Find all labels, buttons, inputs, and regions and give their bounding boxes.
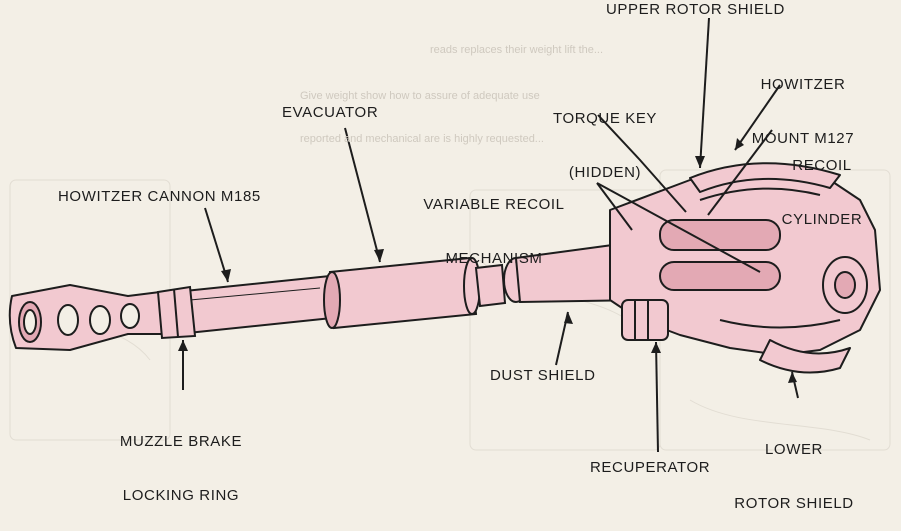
leader-howitzer-cannon — [204, 207, 229, 283]
label-variable-recoil-line2: MECHANISM — [445, 250, 543, 267]
leader-evacuator — [344, 127, 381, 263]
label-muzzle-brake: MUZZLE BRAKE LOCKING RING — [86, 397, 276, 523]
label-variable-recoil: VARIABLE RECOIL MECHANISM — [396, 160, 592, 286]
label-muzzle-brake-line2: LOCKING RING — [122, 487, 240, 504]
label-recoil-cylinder-line2: CYLINDER — [781, 211, 863, 228]
howitzer-diagram — [8, 17, 891, 453]
label-recoil-cylinder: RECOIL CYLINDER — [762, 121, 882, 247]
leader-arrowheads — [178, 138, 797, 383]
label-variable-recoil-line1: VARIABLE RECOIL — [423, 196, 565, 213]
locking-ring — [156, 285, 197, 340]
label-recuperator: RECUPERATOR — [590, 459, 711, 476]
evacuator-part — [323, 256, 507, 330]
leader-recuperator — [655, 341, 659, 453]
label-howitzer-mount-line1: HOWITZER — [760, 76, 846, 93]
label-howitzer-mount-line2: MOUNT M127 — [751, 130, 855, 147]
label-evacuator: EVACUATOR — [282, 104, 379, 121]
label-torque-key: TORQUE KEY (HIDDEN) — [540, 74, 670, 200]
rotor-assembly — [609, 162, 881, 374]
leader-variable-recoil-a — [596, 182, 633, 231]
label-howitzer-mount: HOWITZER MOUNT M127 — [738, 40, 868, 166]
label-dust-shield: DUST SHIELD — [490, 367, 596, 384]
label-lower-rotor-shield-line1: LOWER — [764, 441, 823, 458]
label-torque-key-line1: TORQUE KEY — [552, 110, 658, 127]
label-recoil-cylinder-line1: RECOIL — [792, 157, 852, 174]
label-upper-rotor-shield: UPPER ROTOR SHIELD — [606, 1, 785, 18]
recuperator-part — [621, 299, 669, 341]
leader-howitzer-mount — [734, 84, 781, 151]
leader-lines — [182, 17, 799, 453]
muzzle-brake — [8, 284, 163, 351]
leader-recoil-cylinder — [707, 129, 773, 216]
leader-upper-rotor-shield — [699, 17, 710, 169]
label-howitzer-cannon: HOWITZER CANNON M185 — [58, 188, 261, 205]
howitzer-cannon — [174, 275, 333, 335]
label-torque-key-line2: (HIDDEN) — [568, 164, 642, 181]
leader-torque-key — [597, 114, 687, 213]
label-muzzle-brake-line1: MUZZLE BRAKE — [119, 433, 243, 450]
label-lower-rotor-shield: LOWER ROTOR SHIELD — [712, 405, 876, 531]
label-lower-rotor-shield-line2: ROTOR SHIELD — [734, 495, 854, 512]
leader-variable-recoil-b — [596, 182, 761, 273]
